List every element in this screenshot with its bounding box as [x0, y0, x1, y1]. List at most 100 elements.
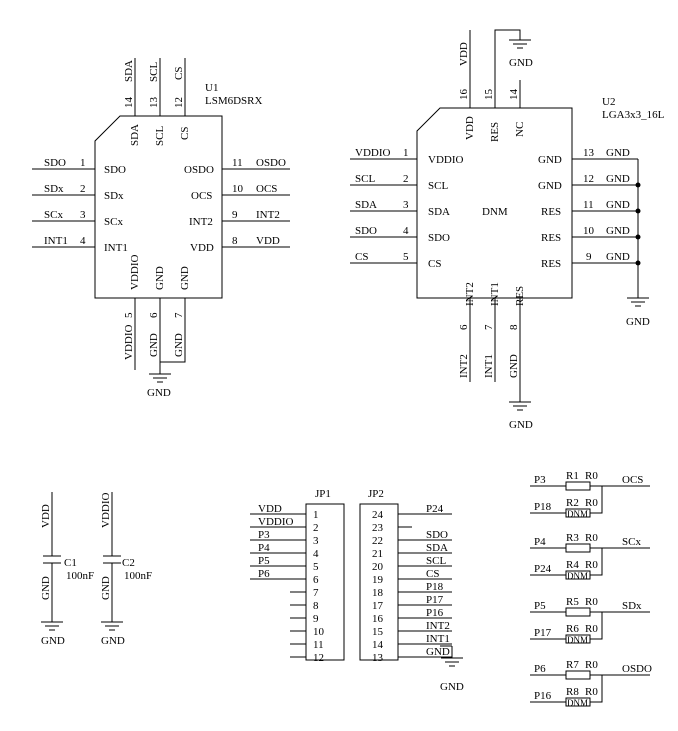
- u1-pin-num-5: 5: [123, 312, 135, 318]
- resistor-net-bottom: P18: [534, 501, 552, 513]
- u2-pin-name-sda: SDA: [428, 206, 450, 218]
- resistor-dnm-label: DNM: [567, 698, 588, 708]
- u1-pin-num-4: 4: [80, 235, 86, 247]
- u1-net-sdx: SDx: [44, 183, 64, 195]
- u2-net-gnd11: GND: [606, 199, 630, 211]
- jp2-ground-symbol: [441, 657, 463, 667]
- u2-pin-name-res9: RES: [541, 258, 561, 270]
- u1-net-osdo: OSDO: [256, 157, 286, 169]
- c2-gnd-label: GND: [101, 635, 125, 647]
- resistor-dnm-label: DNM: [567, 571, 588, 581]
- u1-pin-num-10: 10: [232, 183, 244, 195]
- resistor-ref-bottom: R2: [566, 497, 579, 509]
- resistor-net-bottom: P24: [534, 563, 552, 575]
- c1-gnd-label: GND: [41, 635, 65, 647]
- u2-dnm-label: DNM: [482, 206, 508, 218]
- jp2-pin-num: 20: [372, 561, 384, 573]
- u1-gnd-label: GND: [147, 387, 171, 399]
- resistor-dnm-label: DNM: [567, 509, 588, 519]
- resistor-value-bottom: R0: [585, 497, 598, 509]
- u2-pin-num-8: 8: [508, 324, 520, 330]
- u1-pin-name-vdd: VDD: [190, 242, 214, 254]
- u1-net-gnd6: GND: [148, 333, 160, 357]
- resistor-ref-bottom: R8: [566, 686, 579, 698]
- u2-net-cs: CS: [355, 251, 368, 263]
- u2-pin-num-16: 16: [458, 89, 470, 101]
- jp2-ref: JP2: [368, 488, 384, 500]
- u1-pin-name-gnd7: GND: [179, 266, 191, 290]
- u1-pin-name-scx: SCx: [104, 216, 123, 228]
- u1-pin-name-gnd6: GND: [154, 266, 166, 290]
- u2-net-gnd13: GND: [606, 147, 630, 159]
- u1-pin-name-sda: SDA: [129, 124, 141, 146]
- u1-body: [94, 115, 223, 299]
- u2-pin-name-gnd13: GND: [538, 154, 562, 166]
- u1-pin-name-sdx: SDx: [104, 190, 124, 202]
- resistor-body: [565, 670, 591, 680]
- u2-pin-name-res15: RES: [489, 122, 501, 142]
- jp2-pin-net: SDO: [426, 529, 448, 541]
- u2-top-ground-symbol: [509, 39, 531, 49]
- jp1-pin-net: VDDIO: [258, 516, 293, 528]
- u2-pin-name-nc: NC: [514, 122, 526, 137]
- jp2-pin-net: P24: [426, 503, 444, 515]
- jp2-pin-net: P16: [426, 607, 444, 619]
- u1-pin-num-13: 13: [148, 97, 160, 109]
- c2-ref: C2: [122, 557, 135, 569]
- jp2-pin-net: CS: [426, 568, 439, 580]
- u2-pin-name-vdd: VDD: [464, 116, 476, 140]
- resistor-out-net: SCx: [622, 536, 641, 548]
- u2-part: LGA3x3_16L: [602, 109, 665, 121]
- u2-net-gnd9: GND: [606, 251, 630, 263]
- u2-bottom-gnd-label: GND: [509, 419, 533, 431]
- jp1-pin-net: P3: [258, 529, 270, 541]
- resistor-value-bottom: R0: [585, 623, 598, 635]
- jp1-pin-net: P5: [258, 555, 270, 567]
- jp1-pin-num: 8: [313, 600, 319, 612]
- u2-net-gnd12: GND: [606, 173, 630, 185]
- jp1-pin-num: 4: [313, 548, 319, 560]
- u1-pin-num-14: 14: [123, 97, 135, 109]
- u2-pin-name-res11: RES: [541, 206, 561, 218]
- u2-right-gnd-label: GND: [626, 316, 650, 328]
- resistor-net-bottom: P16: [534, 690, 552, 702]
- u1-pin-name-vddio: VDDIO: [129, 255, 141, 290]
- jp2-pin-num: 24: [372, 509, 384, 521]
- u1-pin-name-ocs: OCS: [191, 190, 212, 202]
- u1-pin-num-7: 7: [173, 312, 185, 318]
- u1-ground-symbol: [149, 373, 171, 383]
- c2-value: 100nF: [124, 570, 152, 582]
- jp2-pin-net: INT2: [426, 620, 450, 632]
- u1-pin-name-cs: CS: [179, 127, 191, 140]
- jp1-pin-num: 7: [313, 587, 319, 599]
- jp2-pin-num: 15: [372, 626, 384, 638]
- jp1-pin-net: P6: [258, 568, 270, 580]
- jp1-pin-num: 9: [313, 613, 319, 625]
- u2-pin-num-7: 7: [483, 324, 495, 330]
- u2-pin-num-11: 11: [583, 199, 594, 211]
- resistor-value-top: R0: [585, 659, 598, 671]
- resistor-value-bottom: R0: [585, 559, 598, 571]
- jp1-pin-num: 3: [313, 535, 319, 547]
- jp1-ref: JP1: [315, 488, 331, 500]
- resistor-value-top: R0: [585, 470, 598, 482]
- resistor-net-top: P3: [534, 474, 546, 486]
- u1-net-ocs: OCS: [256, 183, 277, 195]
- u2-pin-num-13: 13: [583, 147, 595, 159]
- u2-pin-name-scl: SCL: [428, 180, 448, 192]
- resistor-body: [565, 607, 591, 617]
- resistor-body: [565, 481, 591, 491]
- jp1-pin-num: 10: [313, 626, 325, 638]
- u1-pin-name-int1: INT1: [104, 242, 128, 254]
- u1-part: LSM6DSRX: [205, 95, 263, 107]
- c1-ref: C1: [64, 557, 77, 569]
- c2-top-net: VDDIO: [100, 493, 112, 528]
- u1-pin-num-8: 8: [232, 235, 238, 247]
- u2-pin-name-res10: RES: [541, 232, 561, 244]
- resistor-net-top: P4: [534, 536, 546, 548]
